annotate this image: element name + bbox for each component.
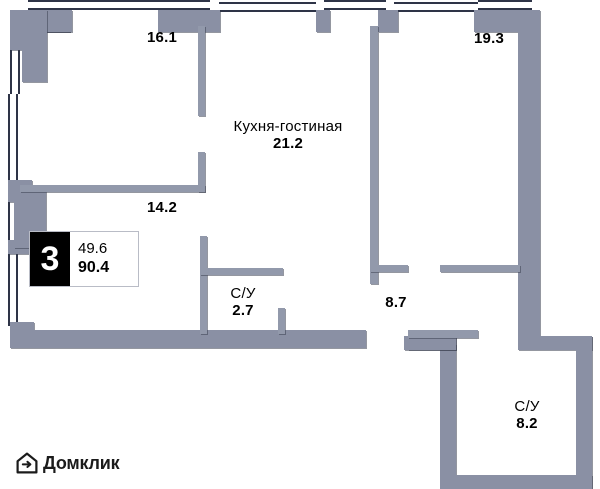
room-label-14-2: 14.2 (147, 199, 177, 216)
window-top-6 (478, 0, 532, 10)
wall-hall-stub-right (440, 265, 520, 272)
wall-partition-vert-19-3 (370, 26, 378, 284)
wall-partition-vert-lower-left (198, 152, 205, 192)
window-top-2 (106, 0, 210, 10)
wall-bath-top-right (518, 336, 592, 350)
window-left-4 (8, 250, 18, 326)
apartment-summary-badge: 3 49.6 90.4 (29, 231, 139, 287)
area-values: 49.6 90.4 (70, 232, 138, 286)
room-count: 3 (30, 232, 70, 286)
wall-wc-top-horizontal (200, 268, 283, 275)
room-label-wc-2-7: С/У 2.7 (230, 285, 256, 320)
wall-partition-horiz-14-2 (20, 185, 205, 192)
window-top-1 (28, 0, 106, 10)
domclick-logo: Домклик (16, 452, 120, 474)
wall-bottom-main (10, 330, 366, 348)
room-label-8-7: 8.7 (385, 294, 407, 311)
living-area-value: 49.6 (78, 239, 108, 257)
wall-wc-left-vertical (200, 236, 207, 334)
room-label-19-3: 19.3 (474, 30, 504, 47)
wall-bath-bottom (440, 475, 592, 489)
room-label-wc-8-2: С/У 8.2 (514, 398, 540, 433)
wall-partition-vert-upper-left (198, 26, 205, 116)
wall-bath-right-vertical (576, 336, 592, 489)
wall-top-segment-5 (474, 10, 532, 32)
wall-top-segment-4 (378, 10, 398, 32)
window-top-4 (324, 0, 386, 10)
wall-left-jamb-top (22, 10, 47, 82)
window-left-2 (8, 94, 18, 184)
wall-bottom-connector (408, 336, 456, 350)
window-top-5 (394, 2, 478, 12)
house-with-arrow-icon (16, 452, 38, 474)
wall-top-segment-3 (316, 10, 330, 32)
room-label-kitchen-living: Кухня-гостиная 21.2 (233, 118, 343, 153)
window-top-3 (219, 2, 316, 12)
room-label-16-1: 16.1 (147, 29, 177, 46)
total-area-value: 90.4 (78, 259, 110, 277)
wall-wc-right-vertical (278, 308, 285, 334)
wall-hall-bottom-stub (408, 330, 478, 338)
wall-hall-stub-left (370, 265, 408, 272)
logo-wordmark: Домклик (43, 452, 120, 473)
window-left-1 (10, 46, 20, 94)
wall-bath-left-vertical (440, 344, 456, 489)
wall-right-exterior-upper (518, 10, 540, 346)
